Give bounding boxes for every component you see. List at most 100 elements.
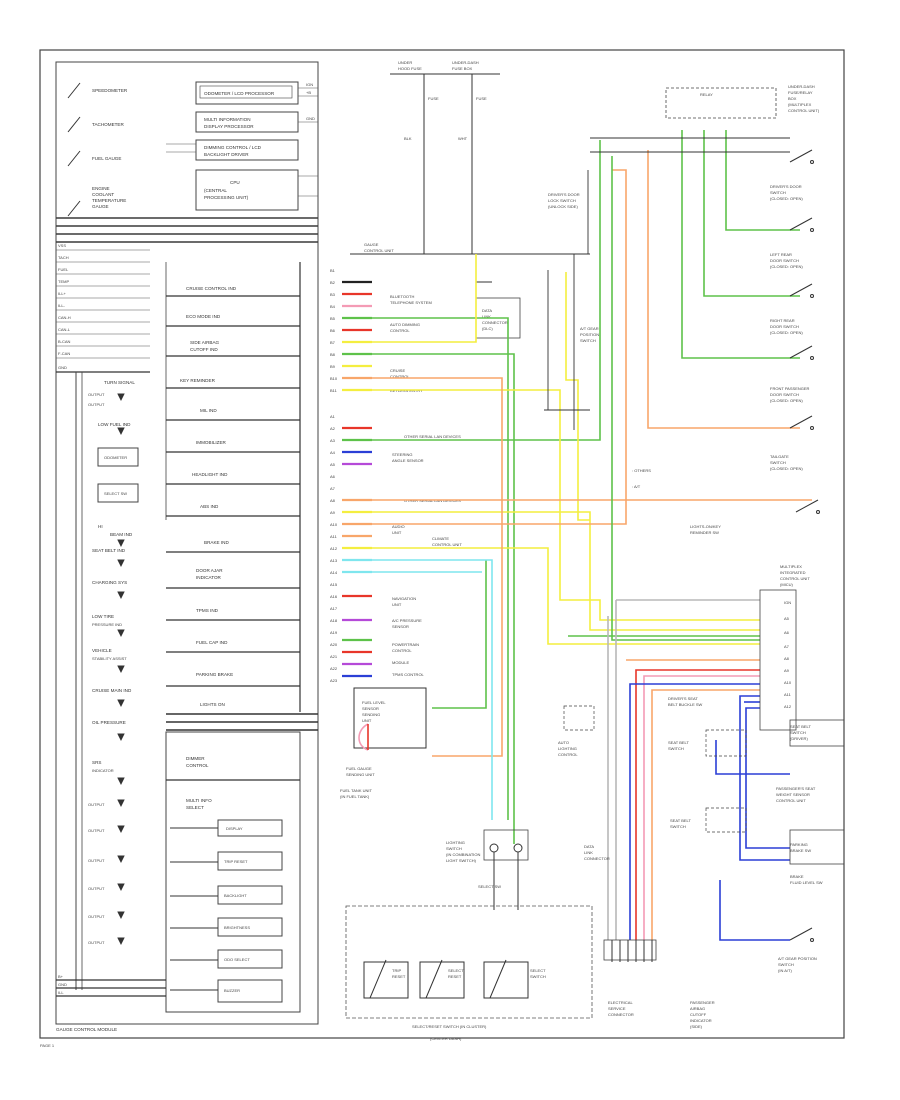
svg-text:FUEL: FUEL: [58, 267, 69, 272]
svg-text:SWITCH: SWITCH: [530, 974, 546, 979]
svg-text:GAUGE: GAUGE: [364, 242, 379, 247]
svg-text:(CLOSED: OPEN): (CLOSED: OPEN): [770, 196, 803, 201]
svg-text:RIGHT REAR: RIGHT REAR: [770, 318, 795, 323]
svg-text:WEIGHT SENSOR: WEIGHT SENSOR: [776, 792, 810, 797]
svg-text:LOCK SWITCH: LOCK SWITCH: [548, 198, 576, 203]
svg-text:OUTPUT: OUTPUT: [88, 802, 105, 807]
svg-text:A/C PRESSURE: A/C PRESSURE: [392, 618, 422, 623]
svg-text:SWITCH: SWITCH: [778, 962, 794, 967]
svg-text:B2: B2: [330, 280, 336, 285]
svg-text:SIDE AIRBAG: SIDE AIRBAG: [190, 340, 220, 345]
svg-text:OIL PRESSURE: OIL PRESSURE: [92, 720, 126, 725]
svg-text:STABILITY ASSIST: STABILITY ASSIST: [92, 656, 127, 661]
svg-text:DIMMING CONTROL / LCD: DIMMING CONTROL / LCD: [204, 145, 262, 150]
svg-text:IMMOBILIZER: IMMOBILIZER: [196, 440, 227, 445]
svg-text:A17: A17: [330, 606, 338, 611]
svg-text:OUTPUT: OUTPUT: [88, 886, 105, 891]
svg-text:ILL-: ILL-: [58, 303, 66, 308]
svg-text:B4: B4: [330, 304, 336, 309]
svg-text:(IN COMBINATION: (IN COMBINATION: [446, 852, 480, 857]
svg-text:LIGHTS ON: LIGHTS ON: [200, 702, 225, 707]
svg-text:DIMMER: DIMMER: [186, 756, 205, 761]
svg-text:(DLC): (DLC): [482, 326, 493, 331]
svg-text:DISPLAY: DISPLAY: [226, 826, 243, 831]
svg-text:UNDER-DASH: UNDER-DASH: [452, 60, 479, 65]
svg-text:A4: A4: [330, 450, 336, 455]
svg-text:LEFT REAR: LEFT REAR: [770, 252, 792, 257]
svg-text:(CENTER DASH): (CENTER DASH): [430, 1036, 462, 1041]
svg-text:A6: A6: [784, 630, 790, 635]
gauge-control-module: SPEEDOMETER TACHOMETER FUEL GAUGE ENGINE…: [55, 61, 319, 1025]
svg-text:A5: A5: [330, 462, 336, 467]
svg-text:PASSENGER'S SEAT: PASSENGER'S SEAT: [776, 786, 816, 791]
svg-text:BACKLIGHT DRIVER: BACKLIGHT DRIVER: [204, 152, 249, 157]
svg-text:DATA: DATA: [482, 308, 492, 313]
svg-text:AUTO: AUTO: [558, 740, 569, 745]
svg-text:CONTROL: CONTROL: [392, 648, 412, 653]
svg-text:B3: B3: [330, 292, 336, 297]
svg-text:(SIDE): (SIDE): [690, 1024, 703, 1029]
svg-text:FRONT PASSENGER: FRONT PASSENGER: [770, 386, 810, 391]
svg-text:A23: A23: [330, 678, 338, 683]
svg-text:INTEGRATED: INTEGRATED: [780, 570, 806, 575]
svg-text:GND: GND: [58, 365, 67, 370]
svg-text:FUEL CAP IND: FUEL CAP IND: [196, 640, 228, 645]
svg-text:LOW FUEL IND: LOW FUEL IND: [98, 422, 131, 427]
svg-text:OUTPUT: OUTPUT: [88, 940, 105, 945]
svg-text:ECO MODE IND: ECO MODE IND: [186, 314, 221, 319]
svg-text:SENDING: SENDING: [362, 712, 380, 717]
svg-text:UNIT: UNIT: [362, 718, 372, 723]
svg-text:SELECT SW: SELECT SW: [478, 884, 501, 889]
svg-text:B+: B+: [58, 974, 64, 979]
svg-text:CONNECTOR: CONNECTOR: [608, 1012, 634, 1017]
svg-text:A7: A7: [330, 486, 336, 491]
svg-text:DRIVER'S SEAT: DRIVER'S SEAT: [668, 696, 698, 701]
svg-text:HEADLIGHT IND: HEADLIGHT IND: [192, 472, 228, 477]
svg-text:CONTROL UNIT: CONTROL UNIT: [780, 576, 810, 581]
svg-text:GAUGE: GAUGE: [92, 204, 109, 209]
svg-text:TURN SIGNAL: TURN SIGNAL: [104, 380, 135, 385]
svg-text:FUSE: FUSE: [476, 96, 487, 101]
svg-text:LIGHT SWITCH): LIGHT SWITCH): [446, 858, 477, 863]
svg-text:DOOR SWITCH: DOOR SWITCH: [770, 324, 799, 329]
svg-text:(MULTIPLEX: (MULTIPLEX: [788, 102, 812, 107]
svg-text:GND: GND: [306, 116, 315, 121]
svg-text:DOOR SWITCH: DOOR SWITCH: [770, 392, 799, 397]
svg-text:ODOMETER: ODOMETER: [104, 455, 127, 460]
bottom-center-components: LIGHTING SWITCH (IN COMBINATION LIGHT SW…: [345, 696, 747, 1041]
svg-text:SPEEDOMETER: SPEEDOMETER: [92, 88, 128, 93]
svg-text:RELAY: RELAY: [700, 92, 713, 97]
svg-text:ODO SELECT: ODO SELECT: [224, 957, 250, 962]
svg-text:ABS IND: ABS IND: [200, 504, 219, 509]
svg-text:SENSOR: SENSOR: [392, 624, 409, 629]
svg-text:B6: B6: [330, 328, 336, 333]
svg-text:GND: GND: [58, 982, 67, 987]
svg-text:A8: A8: [330, 498, 336, 503]
svg-text:A12: A12: [784, 704, 792, 709]
svg-text:STEERING: STEERING: [392, 452, 412, 457]
svg-text:A10: A10: [330, 522, 338, 527]
svg-text:SEAT BELT: SEAT BELT: [668, 740, 689, 745]
svg-text:TRIP: TRIP: [392, 968, 401, 973]
svg-text:UNIT: UNIT: [392, 530, 402, 535]
svg-text:LIGHTING: LIGHTING: [558, 746, 577, 751]
svg-text:KEY REMINDER: KEY REMINDER: [180, 378, 216, 383]
svg-text:CONTROL: CONTROL: [186, 763, 209, 768]
svg-text:SERVICE: SERVICE: [608, 1006, 626, 1011]
svg-text:A/T GEAR POSITION: A/T GEAR POSITION: [778, 956, 817, 961]
svg-text:A10: A10: [784, 680, 792, 685]
svg-text:CONNECTOR: CONNECTOR: [584, 856, 610, 861]
svg-text:SWITCH: SWITCH: [770, 190, 786, 195]
svg-text:NAVIGATION: NAVIGATION: [392, 596, 416, 601]
svg-text:CONTROL: CONTROL: [390, 328, 410, 333]
svg-text:INDICATOR: INDICATOR: [196, 575, 222, 580]
svg-text:UNDER-DASH: UNDER-DASH: [788, 84, 815, 89]
svg-text:BRIGHTNESS: BRIGHTNESS: [224, 925, 250, 930]
svg-text:(CENTRAL: (CENTRAL: [204, 188, 227, 193]
svg-text:FUEL GAUGE: FUEL GAUGE: [346, 766, 372, 771]
svg-text:DOOR AJAR: DOOR AJAR: [196, 568, 223, 573]
svg-text:BOX: BOX: [788, 96, 797, 101]
svg-text:A19: A19: [330, 630, 338, 635]
svg-text:TEMP: TEMP: [58, 279, 69, 284]
svg-text:ILL: ILL: [58, 990, 64, 995]
